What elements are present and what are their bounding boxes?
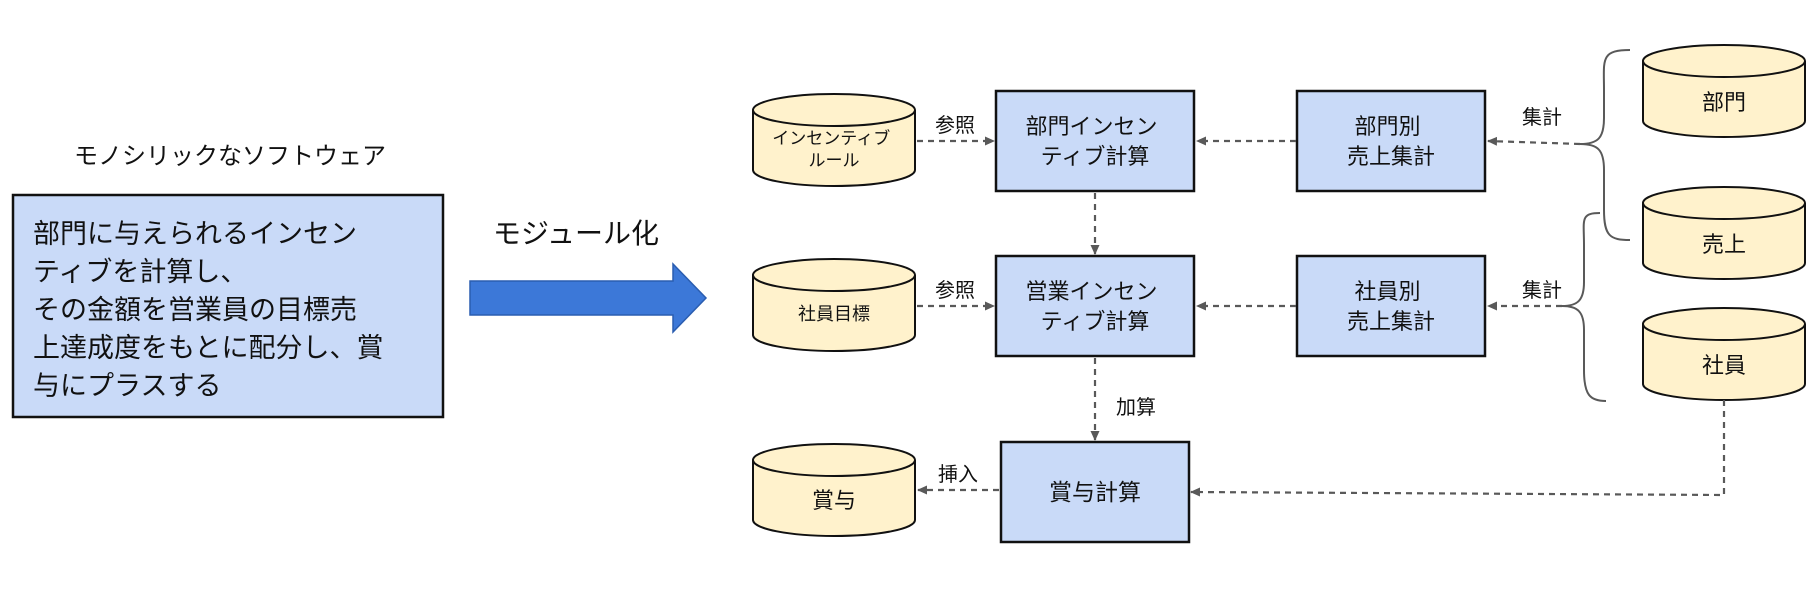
process-employee-sales-label: 売上集計 bbox=[1347, 310, 1435, 335]
edge-label-insert: 挿入 bbox=[938, 462, 978, 486]
monolith-line: ティブを計算し、 bbox=[33, 257, 247, 288]
process-dept-sales-label: 部門別 bbox=[1354, 115, 1420, 140]
db-bonus-label: 賞与 bbox=[812, 489, 856, 514]
process-sales-incentive-label: ティブ計算 bbox=[1041, 310, 1150, 335]
db-sales: 売上 bbox=[1642, 186, 1806, 280]
monolith-line: その金額を営業員の目標売 bbox=[33, 295, 357, 326]
svg-text:社員別 売上集計: 社員別 売上集計 bbox=[1347, 280, 1435, 335]
brace-dept-sales bbox=[1579, 49, 1631, 241]
process-bonus-calc-label: 賞与計算 bbox=[1049, 480, 1141, 506]
monolith-box bbox=[11, 193, 445, 419]
svg-text:営業インセン ティブ計算: 営業インセン ティブ計算 bbox=[1025, 280, 1164, 335]
process-bonus-calc: 賞与計算 bbox=[999, 440, 1191, 544]
db-incentive-rule: インセンティブ ルール bbox=[752, 93, 916, 187]
modularize-arrow bbox=[469, 262, 708, 334]
edge-label-aggregate: 集計 bbox=[1522, 105, 1562, 129]
edge-brace-to-dept-sales bbox=[1487, 136, 1581, 146]
brace-dept-employee-sales bbox=[1561, 212, 1607, 402]
db-employee-label: 社員 bbox=[1702, 354, 1746, 379]
db-department-label: 部門 bbox=[1702, 91, 1746, 116]
edge-label-ref: 参照 bbox=[935, 113, 975, 137]
transform-label: モジュール化 bbox=[493, 217, 659, 250]
process-employee-sales: 社員別 売上集計 bbox=[1295, 254, 1487, 358]
process-sales-incentive-label: 営業インセン bbox=[1025, 280, 1157, 305]
db-employee-target-label: 社員目標 bbox=[798, 304, 870, 325]
db-bonus: 賞与 bbox=[752, 443, 916, 537]
process-sales-incentive: 営業インセン ティブ計算 bbox=[994, 254, 1196, 358]
db-incentive-rule-label: インセンティブ bbox=[772, 128, 890, 149]
db-sales-label: 売上 bbox=[1702, 233, 1746, 258]
edge-employee-to-bonus-calc bbox=[1190, 400, 1726, 497]
process-dept-incentive-label: 部門インセン bbox=[1025, 115, 1157, 140]
monolith-description: 部門に与えられるインセン ティブを計算し、 その金額を営業員の目標売 上達成度を… bbox=[33, 219, 392, 402]
process-dept-incentive-label: ティブ計算 bbox=[1041, 145, 1150, 170]
process-dept-sales-label: 売上集計 bbox=[1347, 145, 1435, 170]
db-incentive-rule-label: ルール bbox=[809, 151, 860, 171]
edge-label-ref: 参照 bbox=[935, 278, 975, 302]
db-employee-target: 社員目標 bbox=[752, 258, 916, 352]
process-employee-sales-label: 社員別 bbox=[1354, 280, 1420, 305]
process-dept-incentive: 部門インセン ティブ計算 bbox=[994, 89, 1196, 193]
svg-text:部門インセン ティブ計算: 部門インセン ティブ計算 bbox=[1025, 115, 1164, 170]
db-employee: 社員 bbox=[1642, 307, 1806, 401]
edge-label-add: 加算 bbox=[1116, 395, 1156, 419]
edge-label-aggregate: 集計 bbox=[1522, 278, 1562, 302]
monolith-line: 部門に与えられるインセン bbox=[33, 219, 357, 250]
monolith-line: 上達成度をもとに配分し、賞 bbox=[33, 333, 383, 364]
monolith-line: 与にプラスする bbox=[33, 371, 221, 402]
monolith-title: モノシリックなソフトウェア bbox=[74, 142, 386, 170]
process-dept-sales: 部門別 売上集計 bbox=[1295, 89, 1487, 193]
db-department: 部門 bbox=[1642, 44, 1806, 138]
svg-text:部門別 売上集計: 部門別 売上集計 bbox=[1347, 115, 1435, 170]
svg-text:インセンティブ ルール: インセンティブ ルール bbox=[772, 128, 895, 171]
